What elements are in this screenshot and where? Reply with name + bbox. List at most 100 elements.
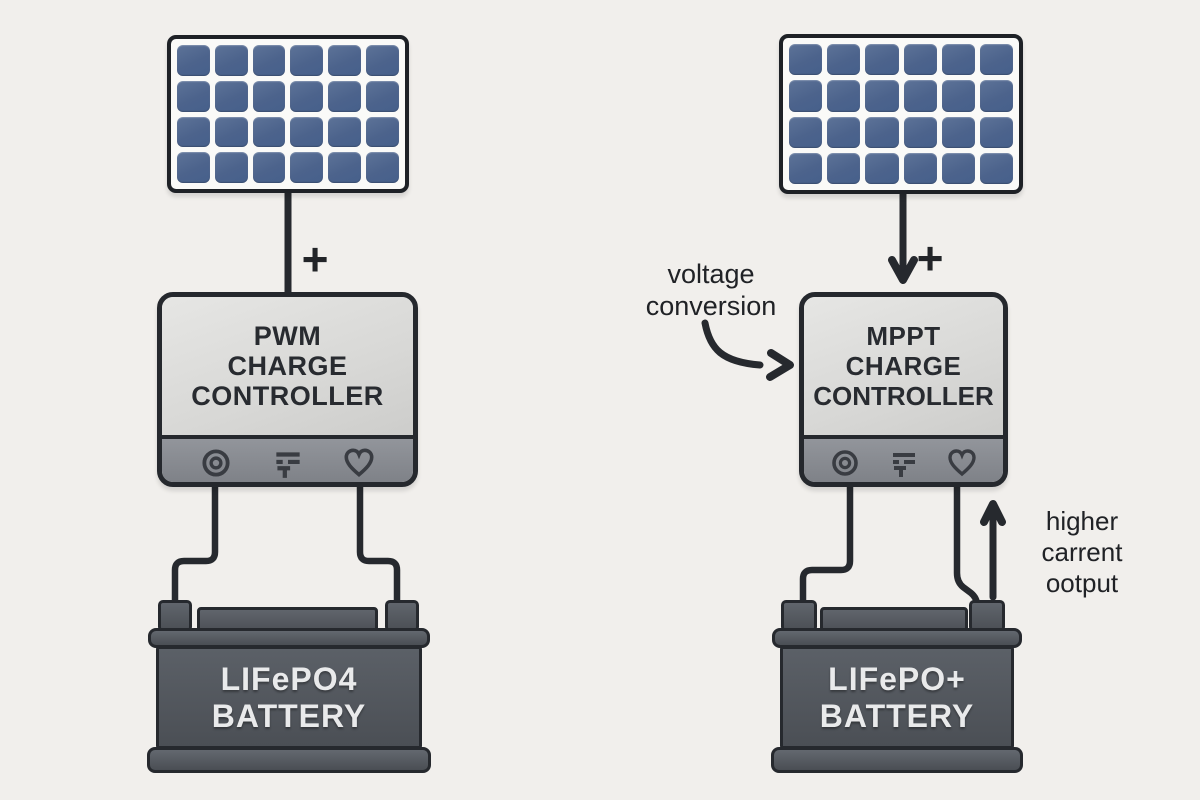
solar-cell xyxy=(789,152,823,184)
solar-cell xyxy=(941,80,975,112)
solar-cell xyxy=(366,45,399,76)
arrow-panel-to-mppt-head xyxy=(888,256,918,284)
voltage-conversion-note: voltage conversion xyxy=(626,258,796,322)
solar-panel-right xyxy=(779,34,1023,194)
solar-cell xyxy=(252,152,286,183)
voltage-note-line-2: conversion xyxy=(645,291,777,321)
solar-cell xyxy=(290,45,324,76)
solar-cell xyxy=(979,44,1013,76)
solar-cell xyxy=(214,45,248,76)
battery-top-flange xyxy=(772,628,1022,648)
solar-cell xyxy=(328,45,362,76)
wire-pwm-to-battery-left xyxy=(171,480,219,612)
mppt-controller-label: MPPT CHARGE CONTROLLER xyxy=(804,297,1003,435)
solar-cell xyxy=(941,152,975,184)
controller-line-2: CHARGE xyxy=(845,351,962,381)
output-note-line-3: ootput xyxy=(1045,568,1119,598)
solar-cell xyxy=(827,116,861,148)
solar-cells-right xyxy=(789,44,1013,184)
solar-cell xyxy=(903,116,937,148)
solar-cell xyxy=(789,80,823,112)
solar-cell xyxy=(789,116,823,148)
solar-cell xyxy=(827,44,861,76)
wire-mppt-to-battery-right xyxy=(953,480,981,616)
voltage-note-line-1: voltage xyxy=(667,259,755,289)
solar-cell xyxy=(177,116,210,148)
solar-cell xyxy=(865,44,899,76)
mppt-controller: MPPT CHARGE CONTROLLER xyxy=(799,292,1008,487)
wire-mppt-to-battery-left xyxy=(799,480,854,612)
solar-cell xyxy=(941,44,975,76)
solar-cell xyxy=(328,152,362,183)
solar-cells-left xyxy=(177,45,399,183)
battery-left: LIFePO4 BATTERY xyxy=(147,598,431,776)
solar-cell xyxy=(979,152,1013,184)
solar-cell xyxy=(789,44,823,76)
solar-cell xyxy=(941,116,975,148)
battery-right: LIFePO+ BATTERY xyxy=(771,598,1023,776)
mppt-controller-strip xyxy=(804,435,1003,482)
pwm-controller: PWM CHARGE CONTROLLER xyxy=(157,292,418,487)
higher-output-note: higher carrent ootput xyxy=(1022,506,1142,599)
solar-cell xyxy=(903,80,937,112)
battery-body: LIFePO+ BATTERY xyxy=(780,646,1014,749)
solar-cell xyxy=(366,80,399,112)
battery-bottom-flange xyxy=(147,747,431,773)
solar-cell xyxy=(290,80,324,112)
solar-cell xyxy=(865,80,899,112)
battery-word: BATTERY xyxy=(211,697,367,734)
battery-body: LIFePO4 BATTERY xyxy=(156,646,422,749)
battery-bottom-flange xyxy=(771,747,1023,773)
controller-line-1: PWM xyxy=(253,321,322,351)
heart-icon xyxy=(948,448,976,476)
sliders-icon xyxy=(892,452,915,477)
solar-cell xyxy=(979,80,1013,112)
battery-terminal-right xyxy=(385,600,419,632)
solar-cell xyxy=(177,152,210,183)
voltage-conversion-arrow-head xyxy=(766,349,794,381)
target-icon xyxy=(832,449,859,476)
solar-cell xyxy=(366,152,399,183)
solar-cell xyxy=(903,152,937,184)
solar-cell xyxy=(366,116,399,148)
solar-cell xyxy=(252,80,286,112)
solar-cell xyxy=(252,45,286,76)
solar-cell xyxy=(328,116,362,148)
heart-icon xyxy=(344,447,374,477)
controller-line-3: CONTROLLER xyxy=(813,381,994,411)
output-note-line-2: carrent xyxy=(1041,537,1123,567)
solar-cell xyxy=(214,80,248,112)
pwm-controller-strip xyxy=(162,435,413,482)
controller-line-2: CHARGE xyxy=(227,351,348,381)
target-icon xyxy=(202,448,230,477)
solar-cell xyxy=(290,152,324,183)
solar-cell xyxy=(214,152,248,183)
solar-cell xyxy=(214,116,248,148)
solar-cell xyxy=(177,45,210,76)
solar-panel-left xyxy=(167,35,409,193)
controller-line-3: CONTROLLER xyxy=(191,381,384,411)
solar-cell xyxy=(290,116,324,148)
solar-cell xyxy=(177,80,210,112)
battery-name: LIFePO4 xyxy=(220,660,358,697)
solar-cell xyxy=(827,152,861,184)
solar-cell xyxy=(903,44,937,76)
sliders-icon xyxy=(275,451,300,478)
solar-cell xyxy=(979,116,1013,148)
battery-terminal-left xyxy=(781,600,817,632)
higher-output-arrow-head xyxy=(980,500,1006,526)
plus-label-left: + xyxy=(301,233,329,285)
wire-pwm-to-battery-right xyxy=(356,480,401,612)
voltage-conversion-arrow-shaft xyxy=(701,319,764,369)
pwm-controller-label: PWM CHARGE CONTROLLER xyxy=(162,297,413,435)
solar-cell xyxy=(865,116,899,148)
battery-name: LIFePO+ xyxy=(828,660,966,697)
plus-label-right: + xyxy=(916,232,944,284)
controller-line-1: MPPT xyxy=(866,321,941,351)
solar-cell xyxy=(865,152,899,184)
battery-top-flange xyxy=(148,628,430,648)
battery-word: BATTERY xyxy=(819,697,975,734)
solar-cell xyxy=(827,80,861,112)
solar-cell xyxy=(328,80,362,112)
solar-cell xyxy=(252,116,286,148)
